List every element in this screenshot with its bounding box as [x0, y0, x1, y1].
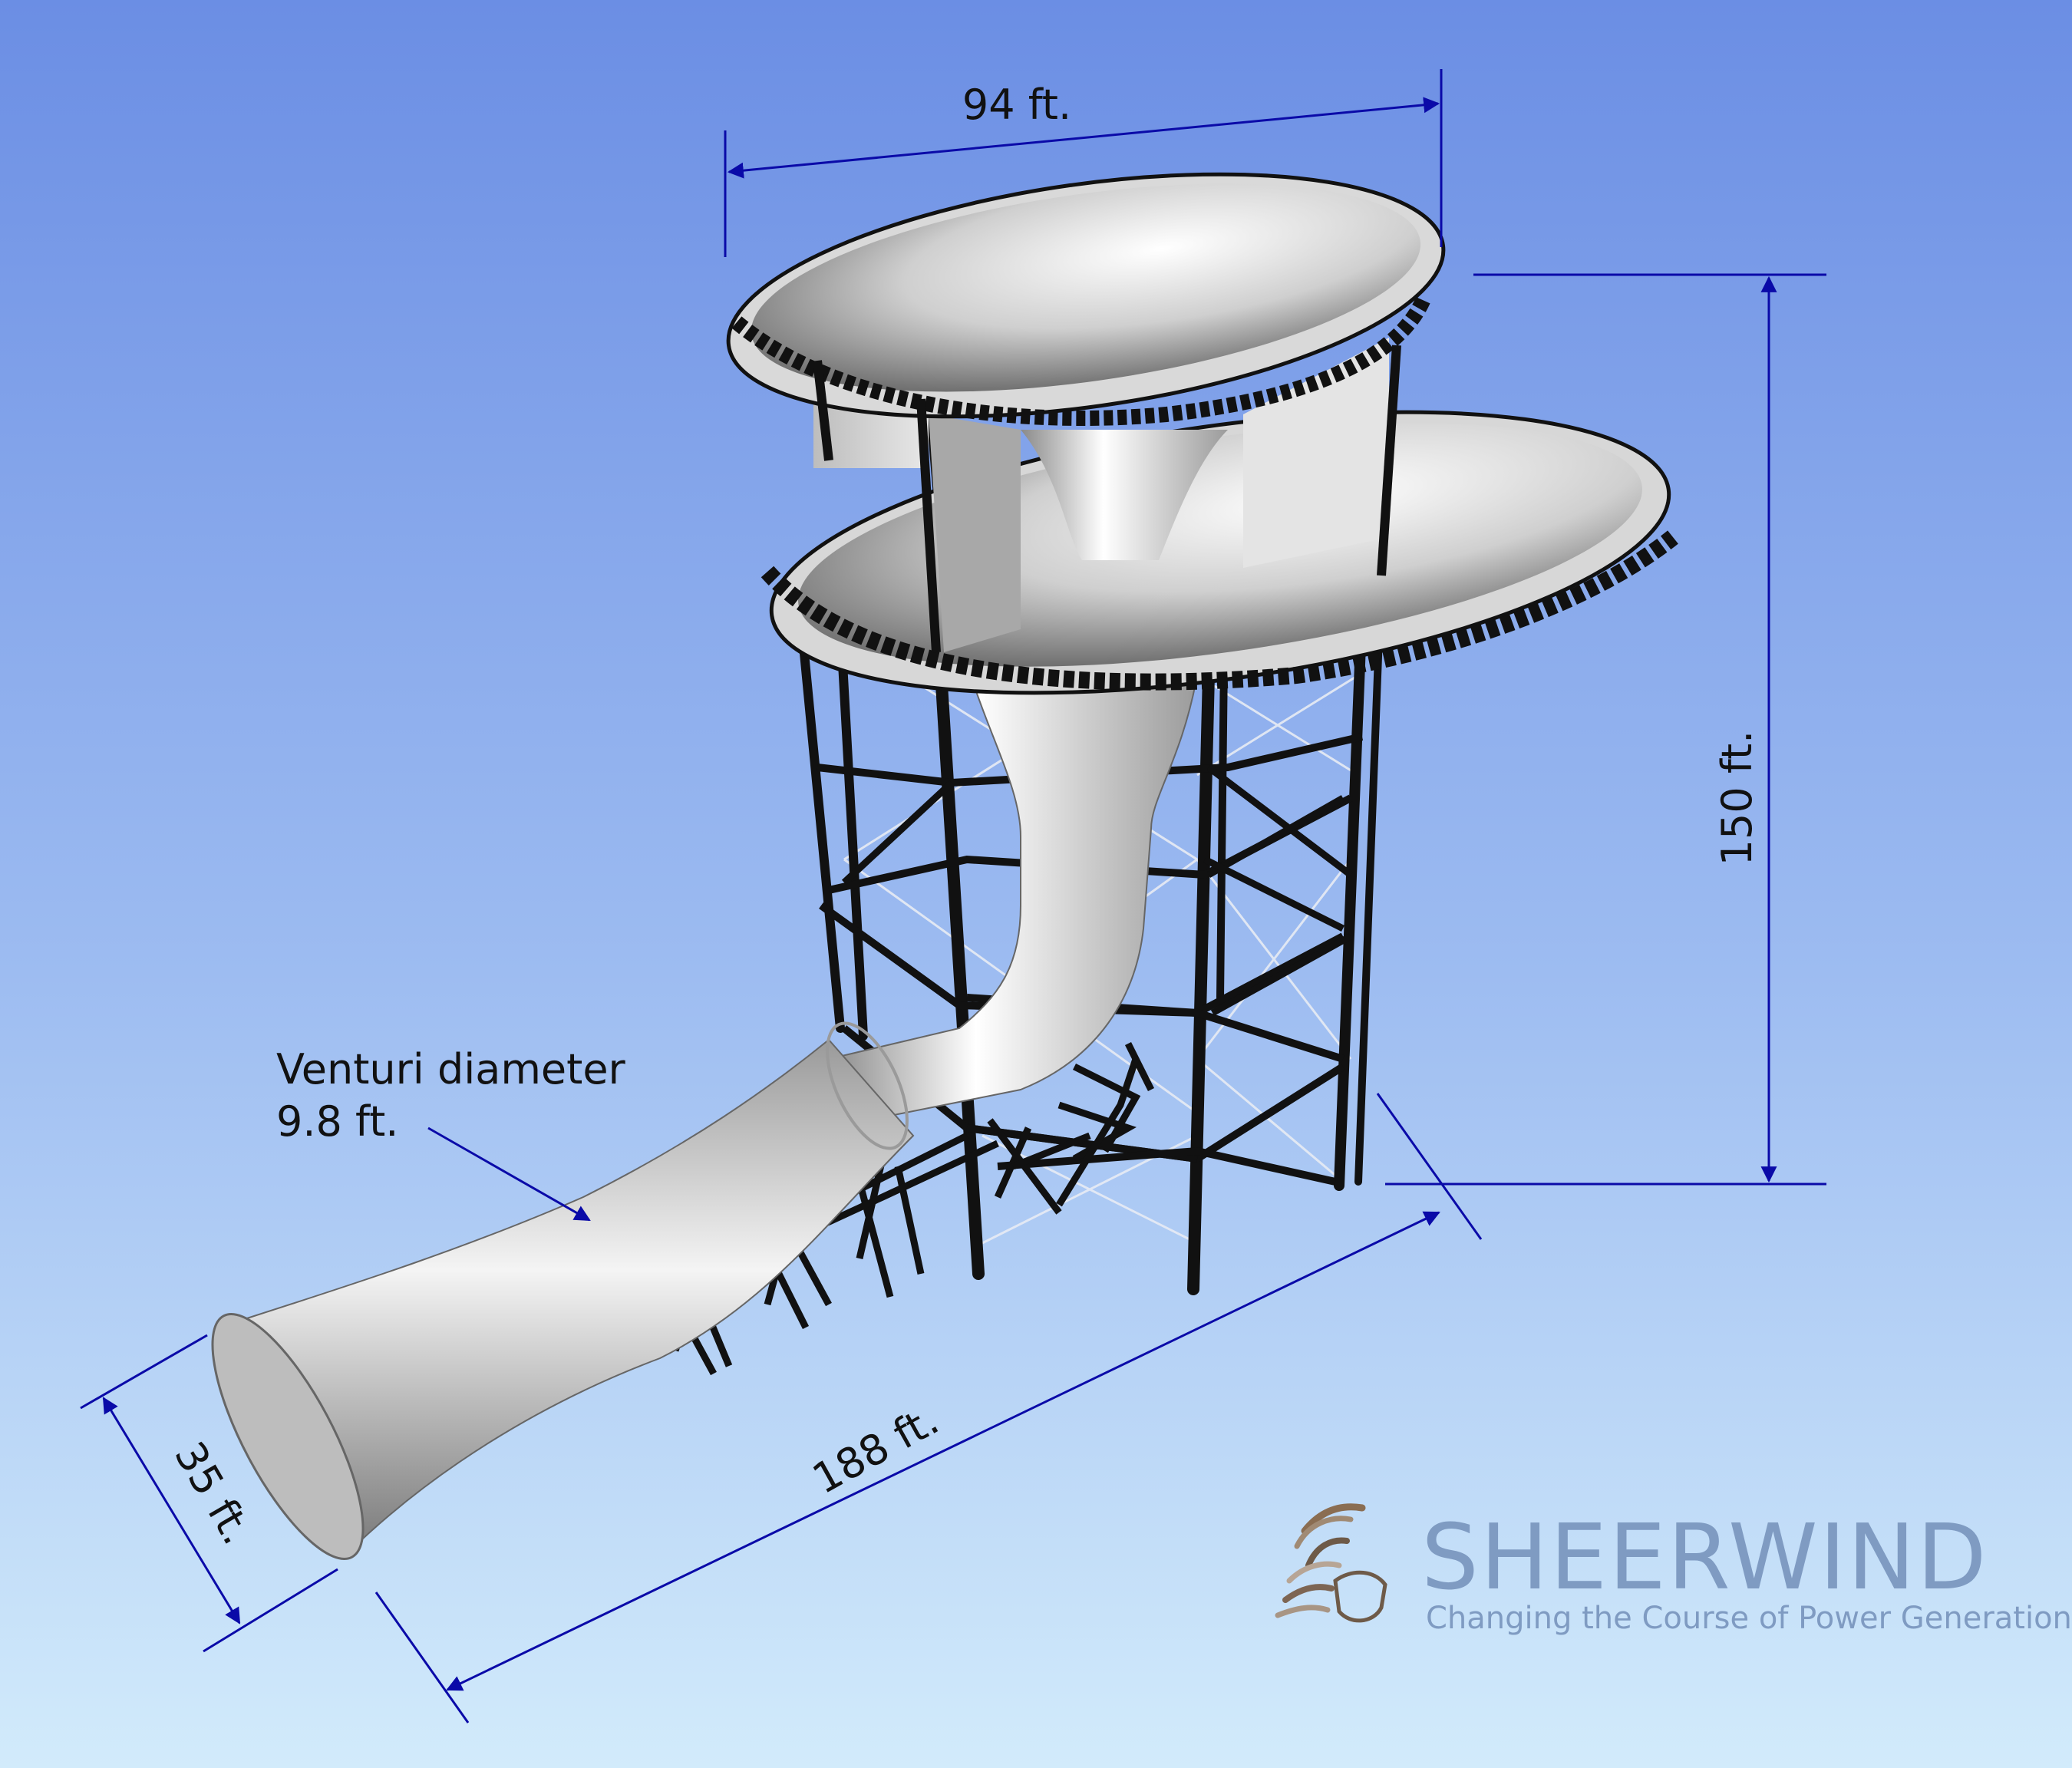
brand-name: SHEERWIND [1421, 1504, 1988, 1610]
venturi-label-line1: Venturi diameter [276, 1045, 626, 1093]
lion-mane-icon [1275, 1503, 1387, 1623]
duct-joint [826, 1021, 909, 1150]
diagonal-struts [841, 764, 1353, 1016]
vane-panel-right [1243, 338, 1389, 568]
dim-94-label: 94 ft. [962, 81, 1071, 129]
upper-funnel-neck [1021, 430, 1228, 560]
upper-collector [726, 172, 1446, 653]
upper-funnel-bowl [751, 183, 1421, 392]
dim-150-label: 150 ft. [1713, 731, 1761, 866]
dim-94-line [727, 97, 1440, 179]
downpipe [827, 675, 1199, 1122]
sheerwind-logo: SHEERWIND Changing the Course of Power G… [1275, 1503, 2072, 1636]
upper-truss-ring [731, 295, 1431, 426]
duct-inlet-mouth [211, 1312, 365, 1561]
vane-panel-center [929, 414, 1021, 652]
dim-188-line [446, 1211, 1440, 1691]
dim-35-line [102, 1397, 241, 1625]
dimension-lines [80, 69, 1826, 1723]
lower-truss-ring [761, 530, 1678, 691]
brand-tagline: Changing the Course of Power Generation [1426, 1601, 2072, 1636]
venturi-label-line2: 9.8 ft. [276, 1097, 398, 1146]
venturi-leader-line [427, 1126, 591, 1222]
